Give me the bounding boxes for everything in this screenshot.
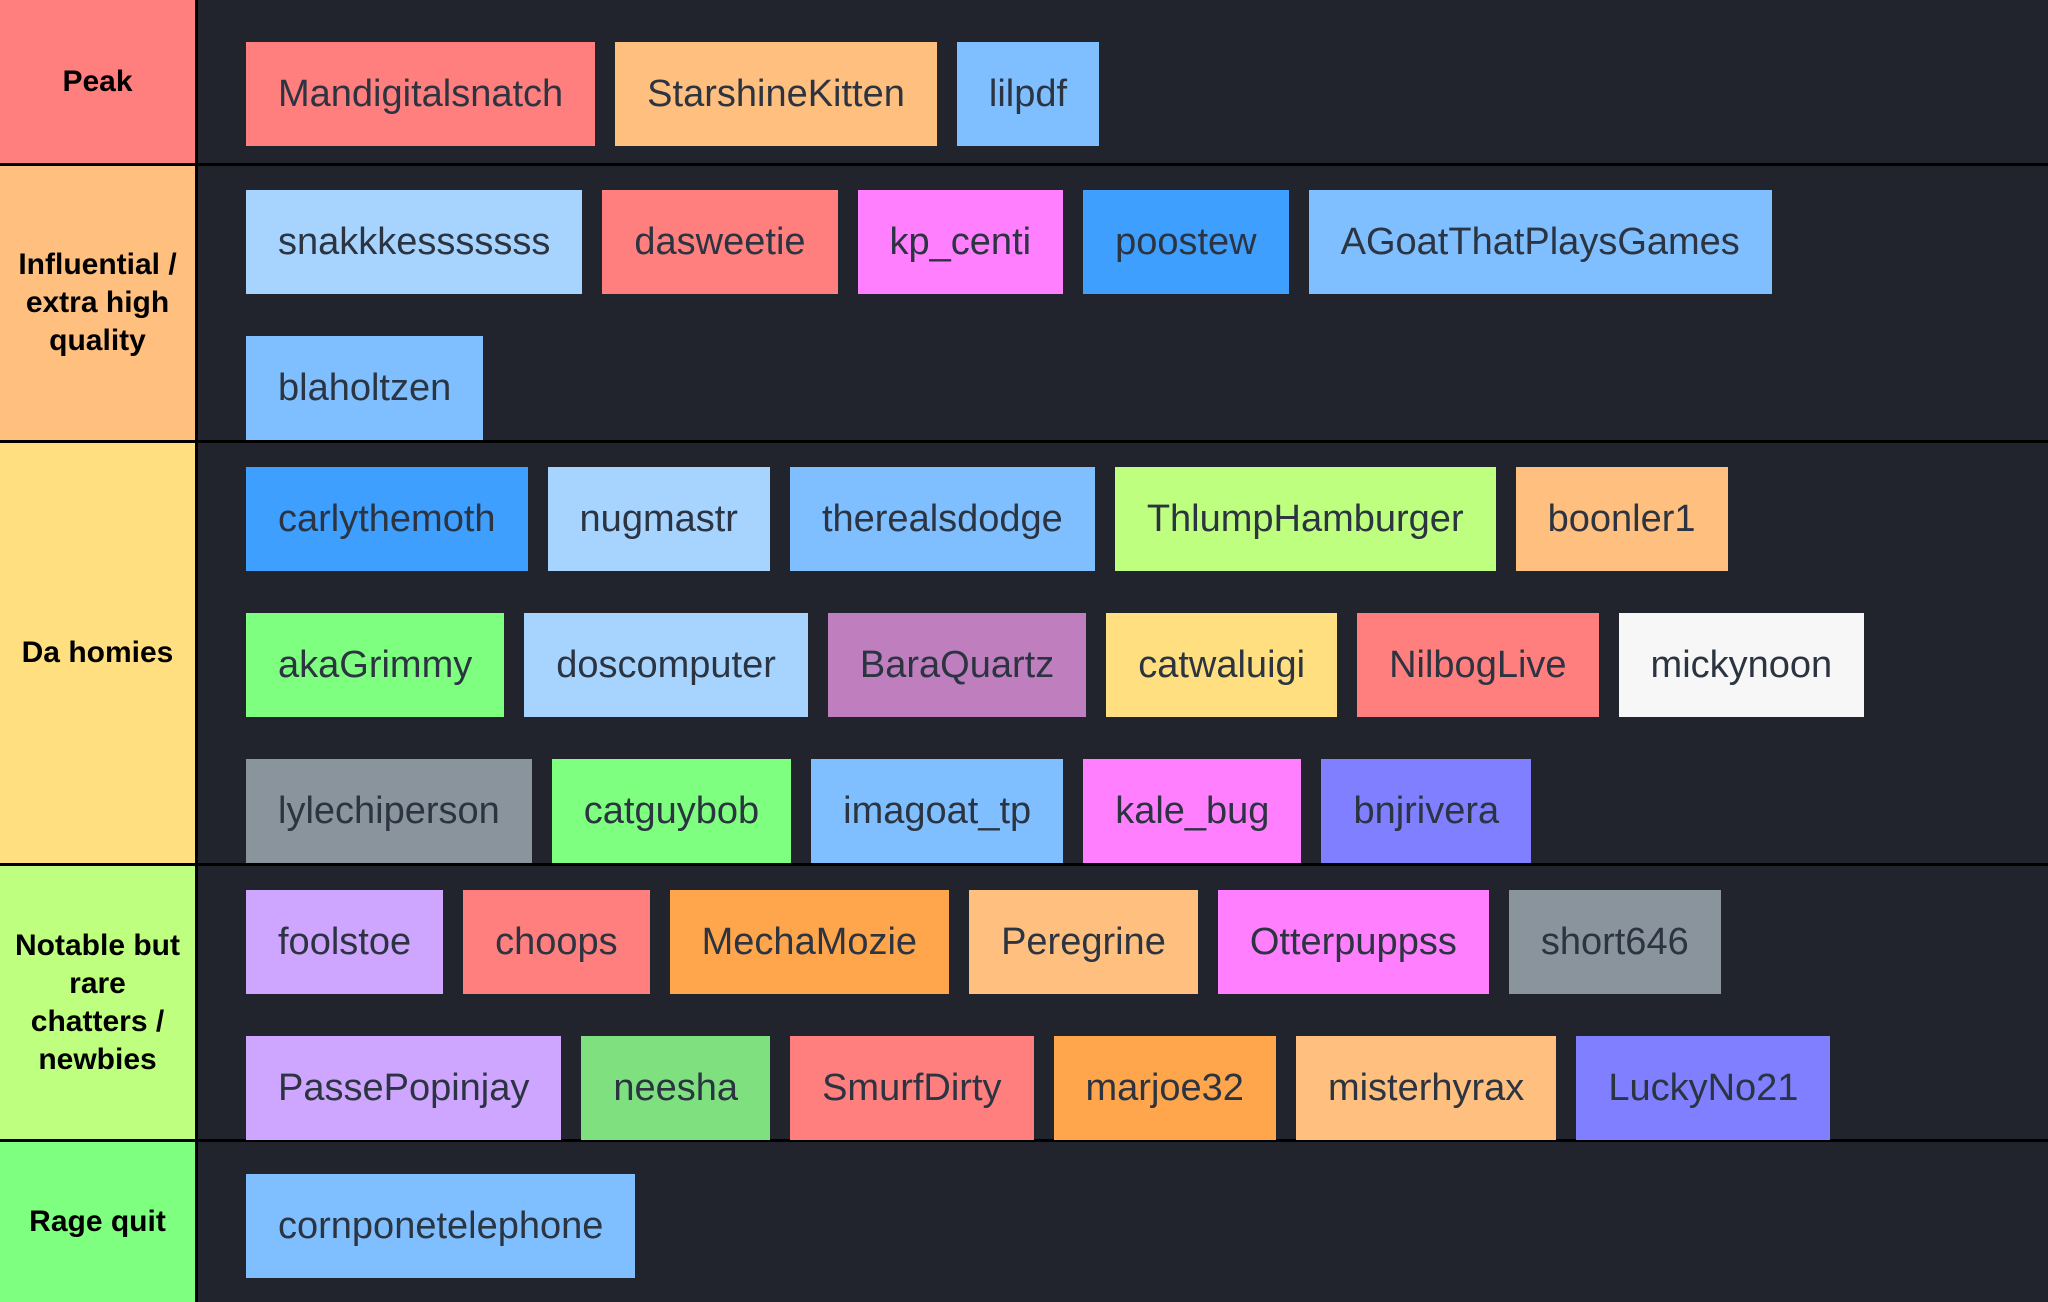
tier-chip[interactable]: boonler1 bbox=[1515, 467, 1728, 571]
tier-chip[interactable]: PassePopinjay bbox=[246, 1036, 562, 1140]
tier-chip[interactable]: doscomputer bbox=[524, 613, 808, 717]
tier-chip[interactable]: Otterpuppss bbox=[1217, 890, 1489, 994]
tier-chip[interactable]: dasweetie bbox=[602, 190, 838, 294]
tier-chip[interactable]: nugmastr bbox=[547, 467, 770, 571]
tier-chip[interactable]: therealsdodge bbox=[789, 467, 1095, 571]
tier-chip[interactable]: SmurfDirty bbox=[790, 1036, 1034, 1140]
tier-chip[interactable]: MechaMozie bbox=[669, 890, 950, 994]
tier-chip[interactable]: bnjrivera bbox=[1321, 759, 1532, 863]
tier-chip[interactable]: foolstoe bbox=[246, 890, 444, 994]
tier-chip[interactable]: carlythemoth bbox=[246, 467, 528, 571]
tier-row-influential: Influential / extra high quality snakkke… bbox=[0, 166, 2048, 443]
tier-chip[interactable]: mickynoon bbox=[1618, 613, 1865, 717]
tier-chip[interactable]: AGoatThatPlaysGames bbox=[1308, 190, 1772, 294]
tier-chip[interactable]: ThlumpHamburger bbox=[1114, 467, 1496, 571]
tier-row-rage-quit: Rage quit cornponetelephone bbox=[0, 1142, 2048, 1302]
tier-chip[interactable]: blaholtzen bbox=[246, 336, 484, 440]
tier-chip[interactable]: neesha bbox=[581, 1036, 771, 1140]
tier-chip[interactable]: kale_bug bbox=[1083, 759, 1302, 863]
tier-items: cornponetelephone bbox=[198, 1142, 2048, 1302]
tier-chip[interactable]: lylechiperson bbox=[246, 759, 532, 863]
tier-label[interactable]: Rage quit bbox=[0, 1142, 198, 1302]
tier-chip[interactable]: choops bbox=[463, 890, 650, 994]
tier-label[interactable]: Notable but rare chatters / newbies bbox=[0, 866, 198, 1139]
tier-chip[interactable]: akaGrimmy bbox=[246, 613, 505, 717]
chip-line: blaholtzen bbox=[246, 336, 2048, 440]
tier-label[interactable]: Da homies bbox=[0, 443, 198, 863]
tier-row-notable: Notable but rare chatters / newbies fool… bbox=[0, 866, 2048, 1142]
tier-chip[interactable]: cornponetelephone bbox=[246, 1174, 636, 1278]
tier-chip[interactable]: StarshineKitten bbox=[615, 42, 937, 146]
tier-chip[interactable]: catguybob bbox=[551, 759, 792, 863]
tier-chip[interactable]: kp_centi bbox=[857, 190, 1064, 294]
tier-chip[interactable]: marjoe32 bbox=[1053, 1036, 1276, 1140]
tier-chip[interactable]: short646 bbox=[1508, 890, 1721, 994]
tier-chip[interactable]: misterhyrax bbox=[1295, 1036, 1557, 1140]
tier-chip[interactable]: NilbogLive bbox=[1357, 613, 1599, 717]
tier-label[interactable]: Peak bbox=[0, 0, 198, 163]
tier-chip[interactable]: lilpdf bbox=[956, 42, 1100, 146]
tier-chip[interactable]: poostew bbox=[1083, 190, 1289, 294]
chip-line: cornponetelephone bbox=[246, 1174, 2048, 1278]
tier-chip[interactable]: catwaluigi bbox=[1106, 613, 1338, 717]
tier-chip[interactable]: BaraQuartz bbox=[827, 613, 1087, 717]
tier-chip[interactable]: LuckyNo21 bbox=[1576, 1036, 1831, 1140]
tier-chip[interactable]: imagoat_tp bbox=[811, 759, 1064, 863]
tier-chip[interactable]: Mandigitalsnatch bbox=[246, 42, 596, 146]
tier-label[interactable]: Influential / extra high quality bbox=[0, 166, 198, 440]
tier-chip[interactable]: Peregrine bbox=[969, 890, 1198, 994]
tier-chip[interactable]: snakkkesssssss bbox=[246, 190, 583, 294]
